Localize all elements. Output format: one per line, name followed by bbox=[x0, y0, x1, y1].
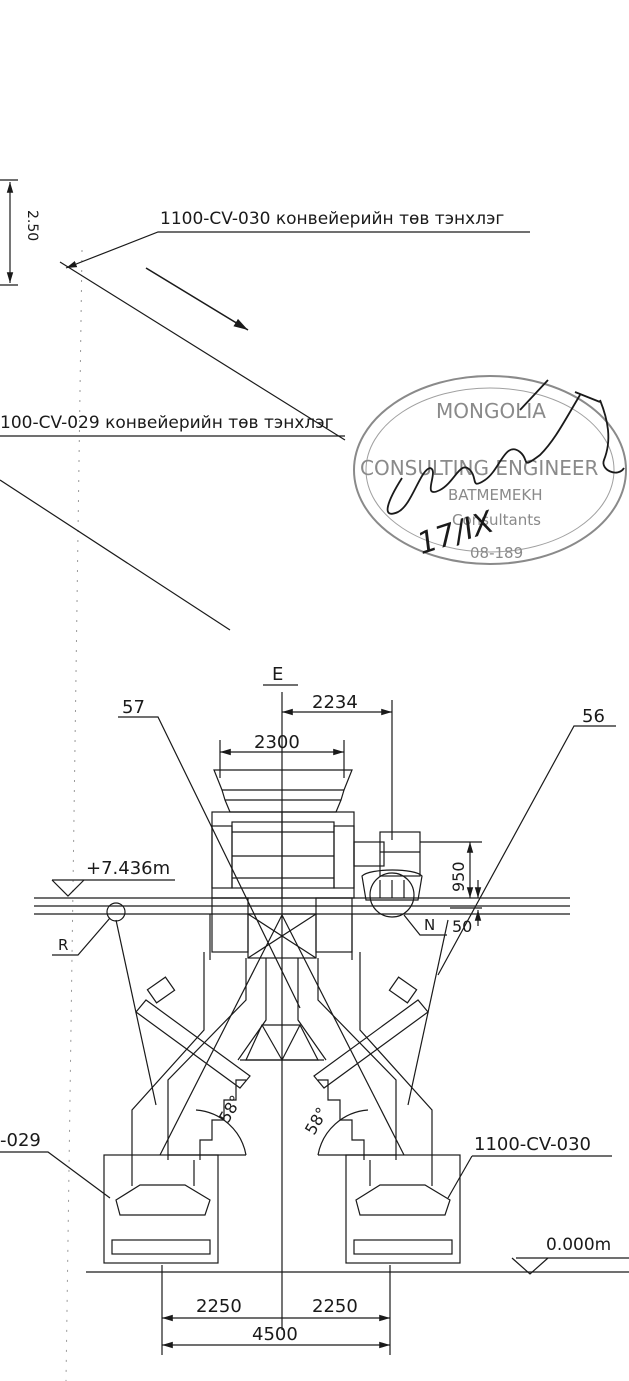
conveyor-029-centerline bbox=[0, 479, 231, 631]
stamp-line-5: 08-189 bbox=[470, 544, 523, 562]
stamp-line-1: MONGOLIA bbox=[436, 399, 546, 423]
stamp-line-4: Consultants bbox=[452, 511, 541, 529]
handwritten-signature bbox=[386, 379, 601, 515]
dim-950: 950 bbox=[449, 861, 468, 892]
dim-2250-right: 2250 bbox=[312, 1296, 358, 1317]
top-left-dimension bbox=[0, 179, 18, 286]
angle-left: 58° bbox=[215, 1092, 246, 1126]
stamp-line-2: CONSULTING ENGINEER bbox=[360, 456, 599, 480]
hopper-structure bbox=[0, 684, 629, 1355]
callout-r: R bbox=[58, 936, 68, 954]
conveyor-030-centerline bbox=[59, 261, 346, 441]
conveyor-right-label: 1100-CV-030 bbox=[474, 1134, 591, 1155]
dim-2300: 2300 bbox=[254, 732, 300, 753]
handwritten-tick bbox=[599, 399, 625, 474]
callout-n: N bbox=[424, 916, 435, 934]
conveyor-029-label: 100-CV-029 конвейерийн төв тэнхлэг bbox=[0, 413, 334, 433]
conveyor-left-label: -029 bbox=[0, 1130, 41, 1151]
dim-2234: 2234 bbox=[312, 692, 358, 713]
dim-50: 50 bbox=[452, 917, 472, 936]
elevation-ground: 0.000m bbox=[546, 1235, 611, 1255]
dim-2250-left: 2250 bbox=[196, 1296, 242, 1317]
dim-4500: 4500 bbox=[252, 1324, 298, 1345]
consultant-stamp: MONGOLIA CONSULTING ENGINEER BATMEMEKH C… bbox=[353, 375, 627, 565]
elevation-top: +7.436m bbox=[86, 858, 170, 879]
section-mark: E bbox=[272, 664, 283, 685]
stamp-line-3: BATMEMEKH bbox=[448, 486, 543, 504]
callout-57: 57 bbox=[122, 697, 145, 718]
conveyor-030-label: 1100-CV-030 конвейерийн төв тэнхлэг bbox=[160, 209, 504, 229]
conveyor-030-leader bbox=[65, 231, 530, 269]
direction-arrow bbox=[145, 267, 249, 331]
callout-56: 56 bbox=[582, 706, 605, 727]
dim-top-left: 2.50 bbox=[24, 210, 40, 241]
